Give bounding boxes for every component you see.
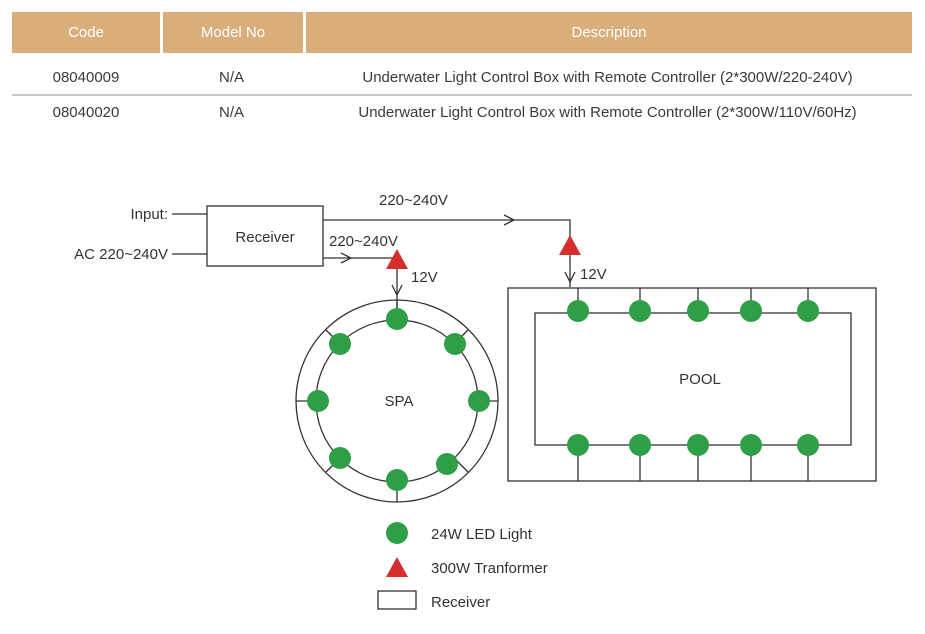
lower-voltage-label: 220~240V <box>329 233 398 250</box>
arrow-down <box>564 271 576 284</box>
pool-led-light <box>797 300 819 322</box>
upper-voltage-label: 220~240V <box>379 192 448 209</box>
spa-led-group <box>307 308 490 491</box>
cell-code: 08040020 <box>52 104 120 121</box>
cell-description: Underwater Light Control Box with Remote… <box>358 104 857 121</box>
legend-led-icon <box>386 522 408 544</box>
spa-led-light <box>329 333 351 355</box>
spa-label: SPA <box>385 393 414 410</box>
receiver-label: Receiver <box>235 229 294 246</box>
spa-led-light <box>386 469 408 491</box>
spa-feed-wire <box>323 257 398 310</box>
arrow-right <box>503 214 516 226</box>
pool-label: POOL <box>679 371 721 388</box>
ac-label: AC 220~240V <box>74 246 168 263</box>
table-row: 08040009 N/A Underwater Light Control Bo… <box>12 61 912 96</box>
pool-led-light <box>687 300 709 322</box>
spa-transformer-icon <box>386 249 408 269</box>
header-code: Code <box>12 12 160 53</box>
legend-led-label: 24W LED Light <box>431 526 533 543</box>
spa-led-light <box>468 390 490 412</box>
spa-led-light <box>307 390 329 412</box>
header-model: Model No <box>163 12 303 53</box>
arrow-down <box>391 284 403 297</box>
pool-led-group <box>567 300 819 456</box>
cell-description: Underwater Light Control Box with Remote… <box>362 69 853 86</box>
pool-led-light <box>797 434 819 456</box>
spa-led-light <box>444 333 466 355</box>
spa-voltage-label: 12V <box>411 269 438 286</box>
pool-led-light <box>567 434 589 456</box>
header-description: Description <box>306 12 912 53</box>
cell-model: N/A <box>218 69 244 86</box>
pool-led-light <box>687 434 709 456</box>
pool-feed-wire <box>323 219 571 287</box>
pool-transformer-icon <box>559 235 581 255</box>
spa-led-light <box>436 453 458 475</box>
cell-model: N/A <box>218 104 244 121</box>
legend-receiver-swatch <box>377 590 417 610</box>
legend-transformer-icon <box>386 557 408 577</box>
pool-led-light <box>629 300 651 322</box>
receiver-box <box>206 205 324 267</box>
input-label: Input: <box>130 206 168 223</box>
table-row: 08040020 N/A Underwater Light Control Bo… <box>12 96 912 129</box>
table-header: Code Model No Description <box>12 12 912 53</box>
arrow-right <box>340 252 353 264</box>
legend-transformer-label: 300W Tranformer <box>431 560 548 577</box>
spec-table: Code Model No Description 08040009 N/A U… <box>12 12 912 129</box>
cell-code: 08040009 <box>52 69 120 86</box>
legend-receiver-label: Receiver <box>431 594 490 611</box>
pool-led-light <box>629 434 651 456</box>
pool-voltage-label: 12V <box>580 266 607 283</box>
pool-outer-border <box>507 287 877 482</box>
spa-led-light <box>386 308 408 330</box>
pool-led-light <box>740 300 762 322</box>
spa-led-light <box>329 447 351 469</box>
pool-led-light <box>740 434 762 456</box>
pool-led-light <box>567 300 589 322</box>
